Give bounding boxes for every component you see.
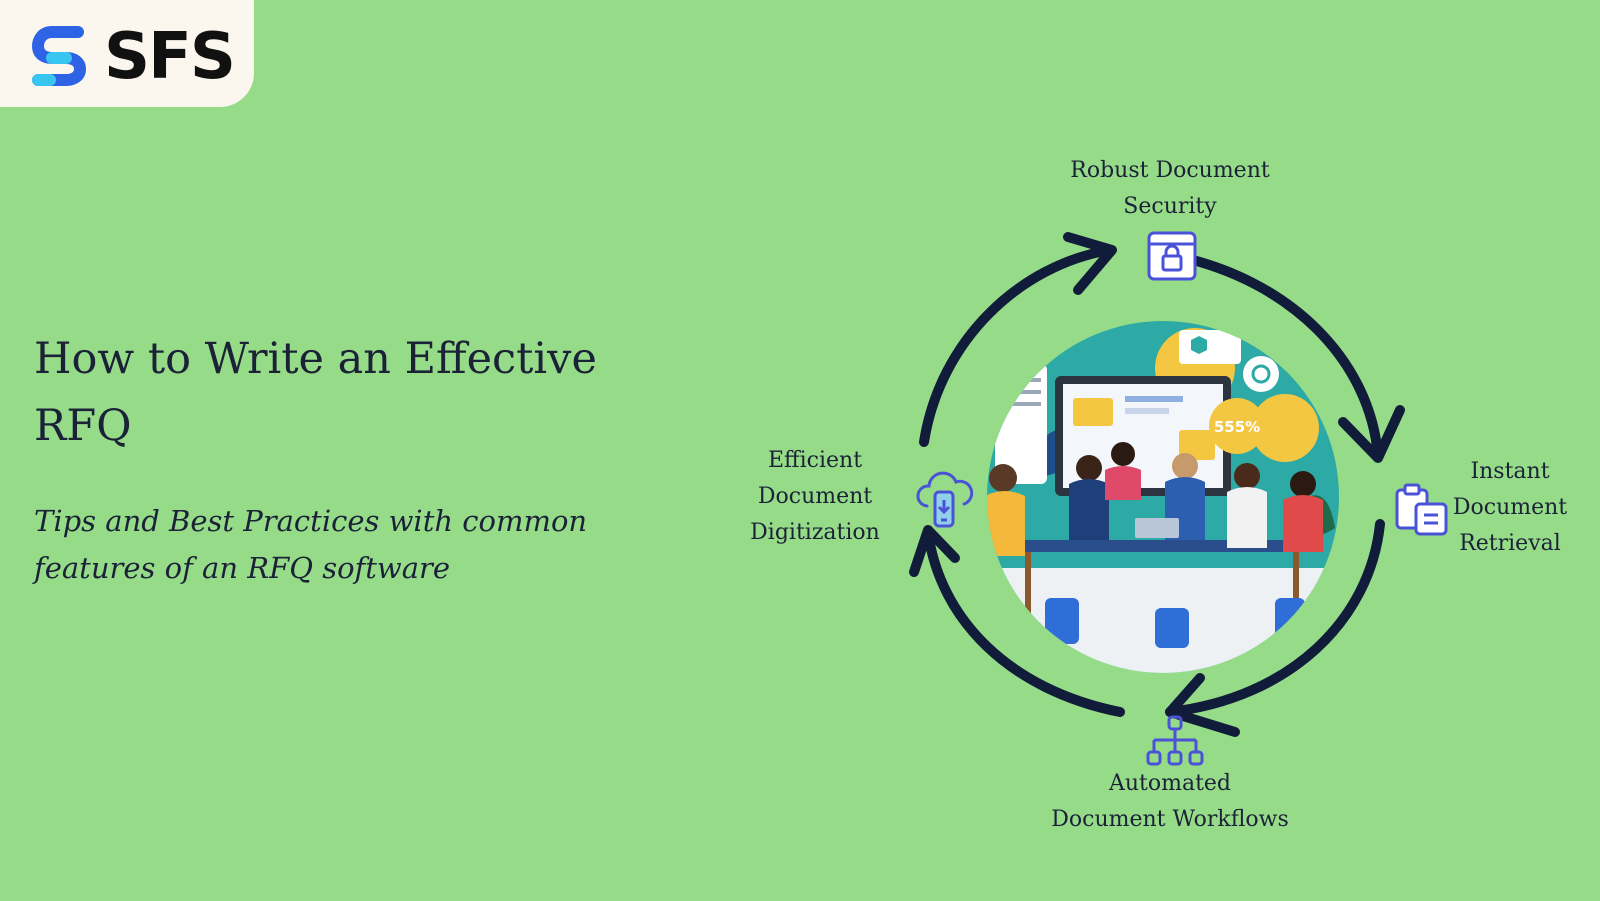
team-meeting-illustration: 555%: [987, 321, 1339, 673]
arrow-arc-bottom-to-left: [923, 527, 1125, 717]
arrowhead-bottom: [1165, 673, 1240, 737]
logo-wordmark: SFS: [104, 20, 236, 94]
arrow-arc-right-to-bottom: [1165, 519, 1385, 717]
lock-window-icon: [1147, 231, 1197, 281]
clipboard-document-icon: [1395, 483, 1448, 536]
arrowhead-left: [909, 525, 960, 577]
node-label-document-workflows: Automated Document Workflows: [1051, 771, 1289, 832]
arrowhead-top: [1063, 232, 1117, 295]
illustration-badge-text: 555%: [1214, 418, 1260, 436]
sfs-logo-icon: [31, 26, 87, 86]
node-label-document-security: Robust Document Security: [1070, 158, 1270, 219]
cloud-phone-icon: [916, 471, 974, 528]
hierarchy-workflow-icon: [1146, 715, 1204, 766]
arrowhead-right: [1338, 405, 1405, 463]
cycle-arrows: [909, 232, 1405, 737]
node-label-document-retrieval: Instant Document Retrieval: [1452, 459, 1568, 556]
page-title: How to Write an Effective RFQ: [34, 334, 597, 451]
arrow-arc-top-to-right: [1171, 251, 1383, 461]
arrow-arc-left-to-top: [919, 245, 1115, 447]
logo-card: SFS: [0, 0, 254, 107]
page-subtitle: Tips and Best Practices with common feat…: [34, 504, 588, 585]
node-label-document-digitization: Efficient Document Digitization: [750, 448, 880, 545]
